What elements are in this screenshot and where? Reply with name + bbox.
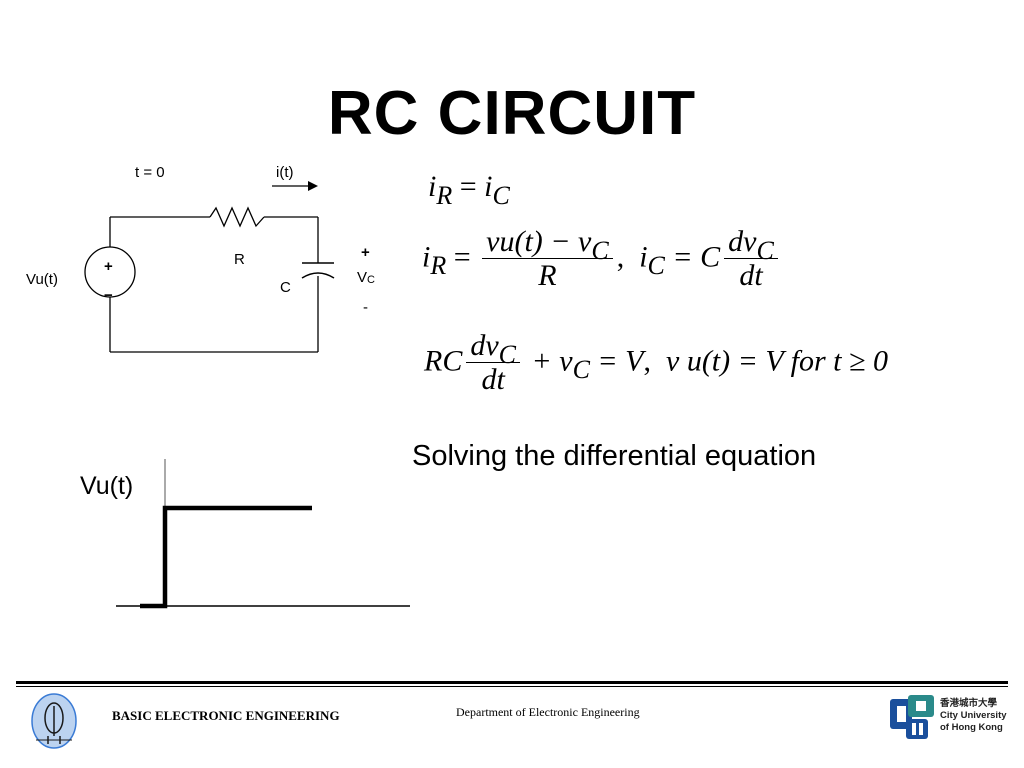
resistor-label: R bbox=[234, 251, 245, 268]
slide-title: RC CIRCUIT bbox=[327, 79, 697, 148]
vc-label: VC bbox=[357, 269, 375, 286]
cityu-logo-text: 香港城市大學 City University of Hong Kong bbox=[940, 698, 1007, 734]
step-function-plot bbox=[116, 459, 410, 609]
capacitor-label: C bbox=[280, 279, 291, 296]
cityu-logo-line-1: City University bbox=[940, 710, 1007, 721]
equation-1: iR = iC bbox=[428, 170, 510, 210]
cityu-logo-line-2: of Hong Kong bbox=[940, 722, 1003, 733]
resistor-symbol bbox=[209, 206, 265, 228]
rc-circuit-diagram: t = 0 i(t) Vu(t) + − R C + VC - bbox=[26, 164, 375, 353]
step-function-curve bbox=[140, 505, 312, 609]
department-emblem-icon bbox=[31, 693, 77, 749]
current-label: i(t) bbox=[276, 164, 294, 181]
solving-text: Solving the differential equation bbox=[412, 440, 817, 472]
source-label: Vu(t) bbox=[26, 271, 58, 288]
footer-department: Department of Electronic Engineering bbox=[456, 705, 640, 719]
footer-rule-thick bbox=[16, 681, 1008, 684]
circuit-wires bbox=[109, 206, 319, 353]
cityu-logo-line-chinese: 香港城市大學 bbox=[940, 698, 998, 709]
footer-rule-thin bbox=[16, 686, 1008, 687]
cityu-logo-icon bbox=[890, 695, 934, 739]
footer-course-title: BASIC ELECTRONIC ENGINEERING bbox=[112, 708, 340, 723]
capacitor-symbol bbox=[301, 262, 335, 279]
current-arrow-icon bbox=[272, 181, 318, 191]
vc-minus: - bbox=[363, 299, 368, 316]
source-plus: + bbox=[104, 258, 113, 275]
vc-plus: + bbox=[361, 244, 370, 261]
source-minus: − bbox=[104, 287, 113, 304]
voltage-source-symbol bbox=[84, 246, 136, 298]
switch-label: t = 0 bbox=[135, 164, 165, 181]
step-plot-ylabel: Vu(t) bbox=[80, 472, 134, 500]
